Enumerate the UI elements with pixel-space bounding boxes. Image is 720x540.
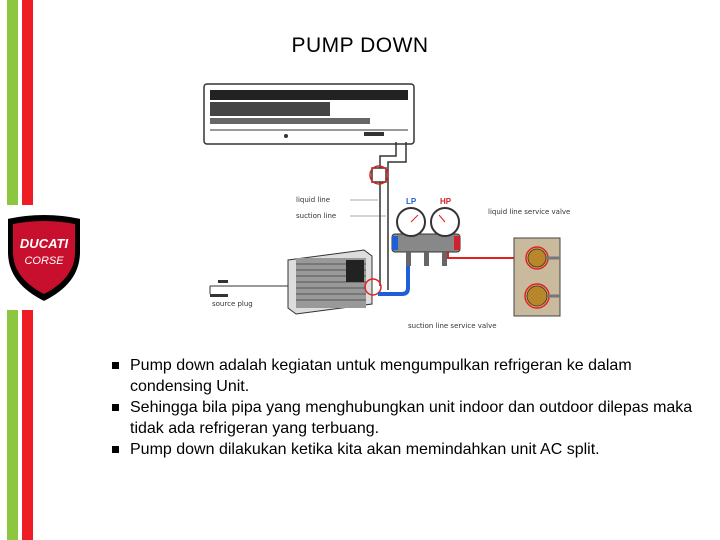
bullet-marker: [112, 446, 119, 453]
source-plug: [209, 280, 288, 297]
label-suction-line: suction line: [296, 212, 336, 220]
label-liquid-line-service-valve: liquid line service valve: [488, 208, 570, 216]
ducati-corse-logo: DUCATI CORSE: [6, 213, 82, 304]
label-source-plug: source plug: [212, 300, 253, 308]
label-liquid-line: liquid line: [296, 196, 330, 204]
outdoor-unit: [287, 249, 373, 315]
bullet-marker: [112, 362, 119, 369]
liquid-line-highlight-circle: [369, 165, 389, 185]
pump-down-diagram: liquid line suction line LP HP liquid li…: [203, 83, 570, 330]
manifold-gauge-set: [391, 207, 461, 266]
logo-text-corse: CORSE: [24, 255, 64, 267]
bullet-text: Pump down dilakukan ketika kita akan mem…: [130, 441, 600, 458]
bullet-item: Sehingga bila pipa yang menghubungkan un…: [112, 397, 702, 439]
label-suction-line-service-valve: suction line service valve: [408, 322, 497, 330]
bullet-marker: [112, 404, 119, 411]
service-valve-photo: [513, 237, 561, 317]
bullet-text: Pump down adalah kegiatan untuk mengumpu…: [130, 357, 632, 395]
label-lp: LP: [406, 197, 417, 206]
suction-valve-highlight-circle: [364, 278, 382, 296]
left-stripe-red-top: [22, 0, 33, 205]
slide-title: PUMP DOWN: [291, 34, 429, 57]
lp-hose: [378, 262, 410, 296]
left-stripe-red-bottom: [22, 310, 33, 540]
logo-text-ducati: DUCATI: [20, 236, 69, 251]
bullet-item: Pump down adalah kegiatan untuk mengumpu…: [112, 355, 702, 397]
left-stripe-green-bottom: [7, 310, 18, 540]
bullet-item: Pump down dilakukan ketika kita akan mem…: [112, 439, 702, 460]
refrigerant-piping: [371, 142, 407, 290]
left-stripe-green-top: [7, 0, 18, 205]
indoor-unit: [203, 83, 415, 145]
label-hp: HP: [440, 197, 452, 206]
bullet-text: Sehingga bila pipa yang menghubungkan un…: [130, 399, 693, 437]
bullet-list: Pump down adalah kegiatan untuk mengumpu…: [112, 355, 702, 460]
